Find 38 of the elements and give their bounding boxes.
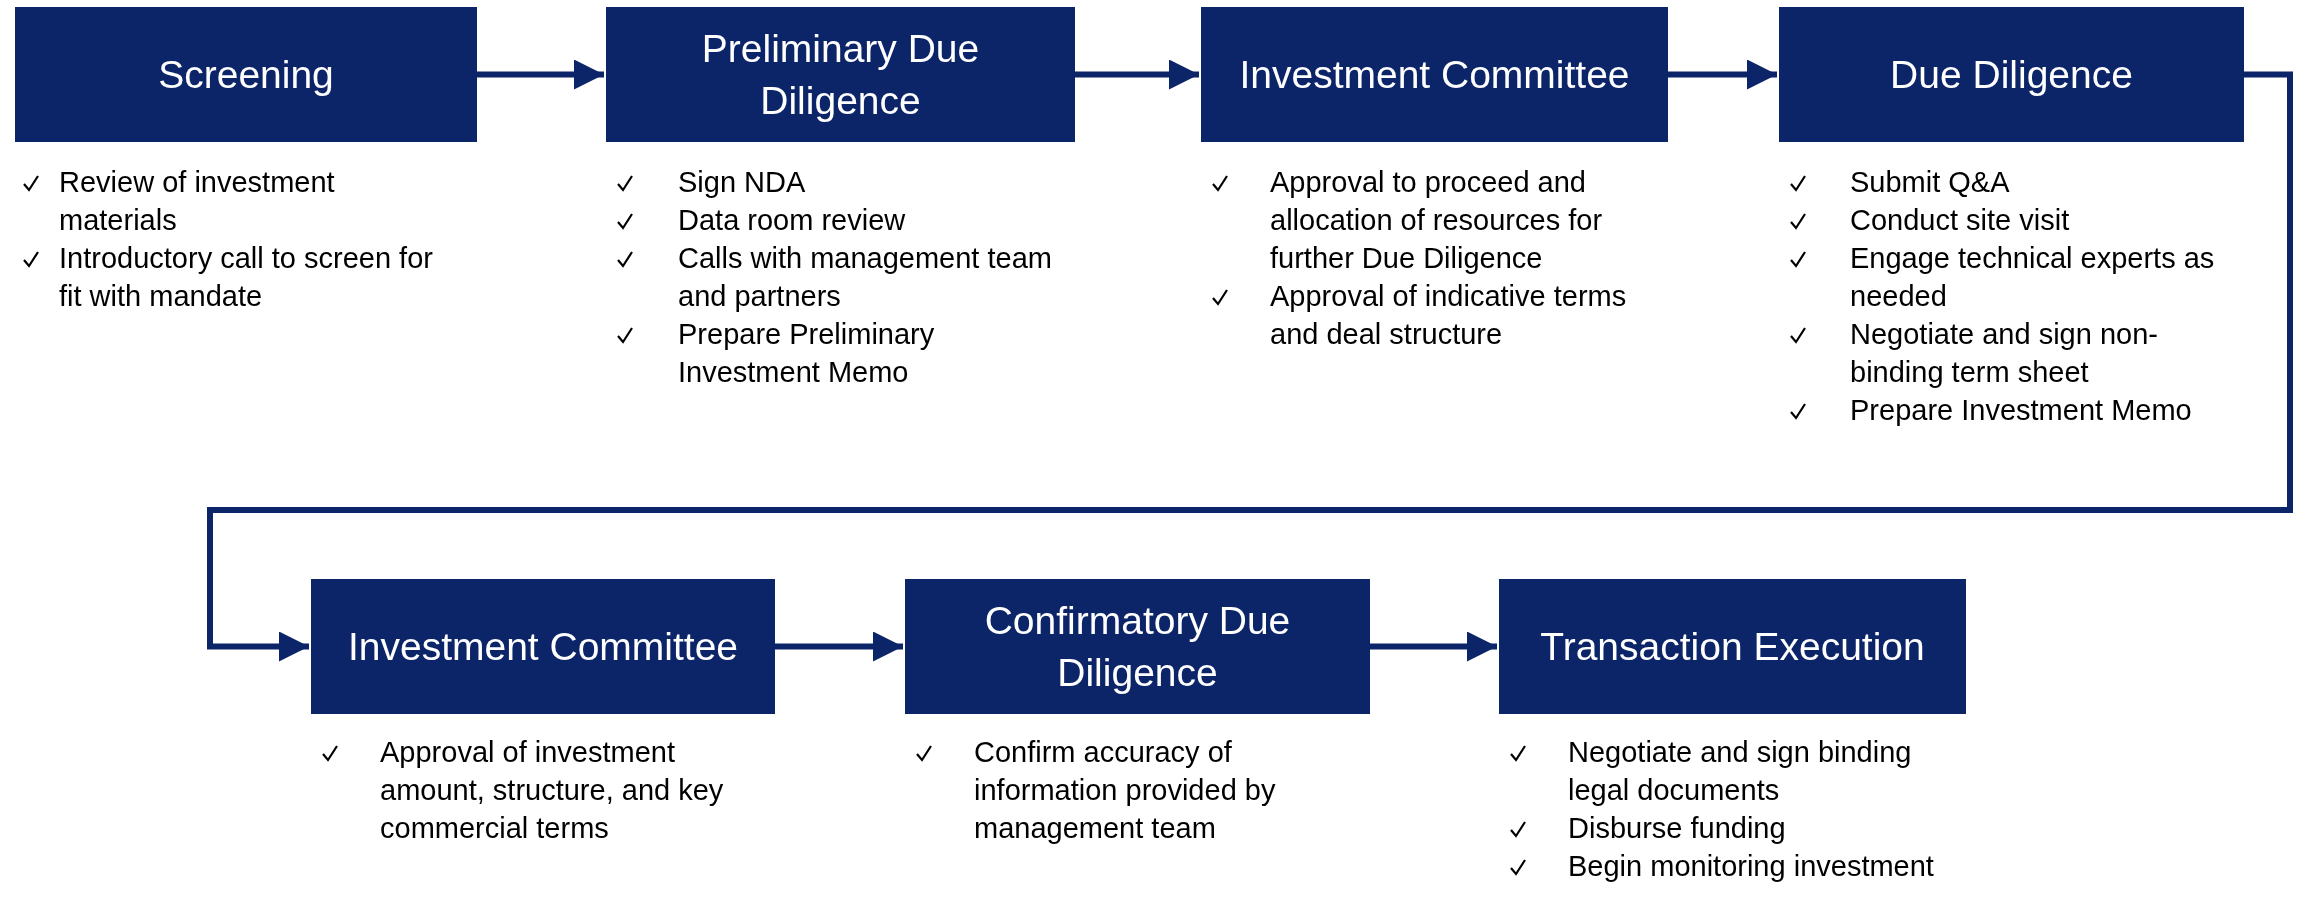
step-title: Investment Committee bbox=[347, 623, 739, 670]
checklist-item: Submit Q&A bbox=[1850, 165, 2011, 200]
checklist-item: Negotiate and sign non-binding term sheet bbox=[1850, 317, 2159, 390]
process-box bbox=[15, 7, 477, 142]
checklist-item: Sign NDA bbox=[678, 165, 807, 200]
step-title: Due Diligence bbox=[1890, 51, 2133, 98]
arrow bbox=[1075, 59, 1199, 90]
arrow bbox=[775, 631, 903, 662]
process-box bbox=[1779, 7, 2244, 142]
checklist-item: Approval of indicative terms and deal structure bbox=[1270, 279, 1628, 352]
checklist-item: Data room review bbox=[678, 203, 907, 238]
process-box bbox=[905, 579, 1370, 714]
step-title: Investment Committee bbox=[1239, 51, 1630, 98]
checklist-item: Engage technical experts as needed bbox=[1850, 241, 2216, 314]
step-title: Confirmatory Due Diligence bbox=[983, 597, 1292, 696]
checklist-item: Begin monitoring investment bbox=[1568, 849, 1935, 884]
step-title: Preliminary Due Diligence bbox=[700, 25, 981, 124]
checklist-item: Approval to proceed and allocation of resources for further Due Diligence bbox=[1270, 165, 1604, 276]
checklist-item: Prepare Preliminary Investment Memo bbox=[678, 317, 936, 390]
checklist-item: Approval of investment amount, structure, and key commercial terms bbox=[380, 735, 725, 846]
process-box bbox=[606, 7, 1075, 142]
process-box bbox=[1499, 579, 1966, 714]
arrow bbox=[207, 71, 2293, 662]
checklist-item: Disburse funding bbox=[1568, 811, 1787, 846]
checklist-item: Calls with management team and partners bbox=[678, 241, 1053, 314]
arrow bbox=[477, 59, 604, 90]
process-box bbox=[1201, 7, 1668, 142]
checklist-item: Introductory call to screen for fit with mandate bbox=[59, 241, 434, 314]
process-box bbox=[311, 579, 775, 714]
arrow bbox=[1668, 59, 1777, 90]
checklist-item: Conduct site visit bbox=[1850, 203, 2071, 238]
arrow bbox=[1370, 631, 1497, 662]
step-title: Transaction Execution bbox=[1540, 623, 1925, 670]
checklist-item: Review of investment materials bbox=[59, 165, 336, 238]
checklist-item: Prepare Investment Memo bbox=[1850, 393, 2193, 428]
step-title: Screening bbox=[158, 51, 334, 98]
checklist-item: Confirm accuracy of information provided by management team bbox=[974, 735, 1277, 846]
checklist-item: Negotiate and sign binding legal documents bbox=[1568, 735, 1913, 808]
